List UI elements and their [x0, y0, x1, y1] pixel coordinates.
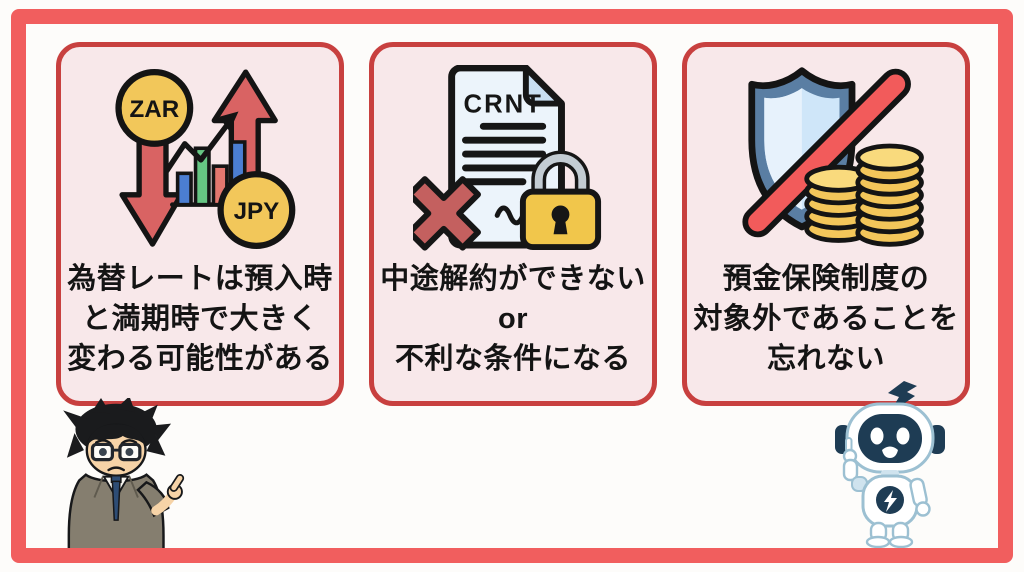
zar-coin-label: ZAR — [130, 96, 180, 123]
card-early-termination: CRNT — [369, 42, 657, 406]
card-text: 中途解約ができない or 不利な条件になる — [380, 259, 646, 379]
currency-exchange-arrows-icon: ZAR JPY — [91, 61, 309, 257]
card-text-line: 不利な条件になる — [394, 343, 631, 375]
card-text-line: 中途解約ができない — [380, 263, 646, 295]
robot-mascot-character — [830, 381, 950, 554]
document-title-label: CRNT — [464, 90, 543, 118]
card-text-line: と満期時で大きく — [81, 303, 318, 335]
card-text-line: 変わる可能性がある — [67, 343, 333, 375]
card-text: 為替レートは預入時 と満期時で大きく 変わる可能性がある — [67, 259, 333, 379]
card-text-line: 忘れない — [766, 343, 885, 375]
card-exchange-rate-risk: ZAR JPY 為替レートは預入時 と満期時で大きく 変わる可能性がある — [56, 42, 344, 406]
locked-contract-icon: CRNT — [413, 61, 613, 257]
card-text-line: 預金保険制度の — [722, 263, 930, 295]
businessman-character — [48, 396, 190, 565]
card-text-line: 為替レートは預入時 — [67, 263, 333, 295]
jpy-coin-label: JPY — [234, 198, 280, 225]
card-no-deposit-insurance: 預金保険制度の 対象外であることを 忘れない — [682, 42, 970, 406]
card-text-line: or — [497, 303, 528, 335]
uninsured-shield-coins-icon — [720, 61, 932, 257]
card-text-line: 対象外であることを — [693, 303, 959, 335]
card-text: 預金保険制度の 対象外であることを 忘れない — [693, 259, 958, 379]
